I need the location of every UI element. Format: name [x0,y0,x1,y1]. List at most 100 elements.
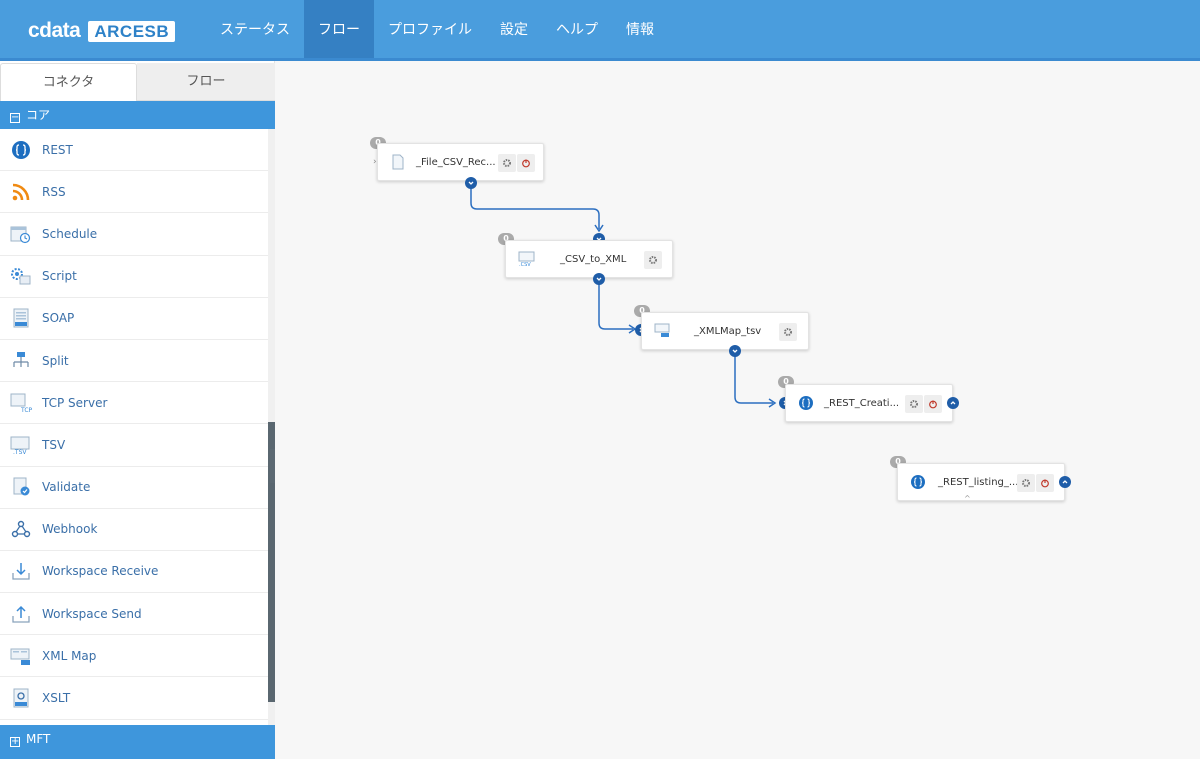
tab-connectors[interactable]: コネクタ [0,63,137,101]
node-label: _XMLMap_tsv [694,326,762,337]
connector-item-schedule[interactable]: Schedule [0,213,268,256]
gear-icon[interactable] [644,251,662,269]
flow-node-csv-to-xml[interactable]: .CSV _CSV_to_XML [505,240,673,278]
nav-profile[interactable]: プロファイル [388,22,472,38]
svg-text:.TSV: .TSV [13,449,27,455]
svg-text:.CSV: .CSV [519,262,531,267]
input-chevron-icon: › [373,157,377,167]
flow-canvas[interactable]: 0 › _File_CSV_Rec... 0 .CSV _CSV_to_XML … [275,61,1200,759]
nav-status[interactable]: ステータス [220,22,290,38]
connector-label: XSLT [42,691,71,706]
output-port-right[interactable] [947,397,959,409]
power-icon[interactable] [517,154,535,172]
connector-item-tcp-server[interactable]: TCP TCP Server [0,382,268,425]
gear-icon[interactable] [905,395,923,413]
soap-icon [10,307,32,329]
connector-label: Workspace Send [42,606,142,621]
output-port-right[interactable] [1059,476,1071,488]
connector-label: Script [42,269,77,284]
connection-arrow [768,398,777,408]
node-label: _CSV_to_XML [560,254,627,265]
connection-csv-to-xmlmap [598,279,633,330]
connector-item-workspace-send[interactable]: Workspace Send [0,593,268,636]
split-icon [10,350,32,372]
tcp-server-icon: TCP [10,392,32,414]
output-port[interactable] [729,345,741,357]
schedule-icon [10,223,32,245]
gear-icon[interactable] [1017,474,1035,492]
logo-cdata-text: cdata [28,19,81,42]
sidebar-scrollbar-thumb[interactable] [268,422,275,702]
top-navigation-bar: cdata ARCESB ステータス フロー プロファイル 設定 ヘルプ 情報 [0,0,1200,61]
gear-icon[interactable] [779,323,797,341]
flow-node-rest-listing[interactable]: _REST_listing_... ^ [897,463,1065,503]
group-mft-label: MFT [26,732,51,746]
power-icon[interactable] [1036,474,1054,492]
flow-node-file-csv-receive[interactable]: › _File_CSV_Rec... [373,143,544,181]
connector-label: TSV [42,437,66,452]
svg-text:TCP: TCP [20,407,32,413]
node-label: _REST_Creati... [824,398,900,409]
nav-help[interactable]: ヘルプ [556,22,598,38]
connector-item-tsv[interactable]: .TSV TSV [0,424,268,467]
expand-plus-icon: + [10,736,20,747]
connector-label: Schedule [42,226,98,241]
file-icon [390,154,406,170]
connector-label: REST [42,142,73,157]
rest-icon [910,474,926,490]
chevron-up-icon[interactable]: ^ [964,494,971,503]
connection-arrow [594,224,604,233]
connector-label: Webhook [42,522,98,537]
rest-icon [10,139,32,161]
workspace-receive-icon [10,560,32,582]
output-port[interactable] [593,273,605,285]
tsv-icon: .TSV [10,434,32,456]
xslt-icon [10,687,32,709]
connector-label: Workspace Receive [42,564,159,579]
connector-item-script[interactable]: Script [0,256,268,298]
xml-map-icon [654,323,670,339]
tab-flows[interactable]: フロー [137,63,275,101]
connection-file-to-csv [470,183,600,229]
validate-icon [10,476,32,498]
connector-item-soap[interactable]: SOAP [0,298,268,340]
flow-node-xmlmap-tsv[interactable]: _XMLMap_tsv [641,312,809,350]
collapse-minus-icon: − [10,112,20,123]
flow-node-rest-creation[interactable]: _REST_Creati... [785,384,953,422]
connector-item-webhook[interactable]: Webhook [0,509,268,551]
connector-label: Split [42,353,69,368]
connector-label: XML Map [42,648,97,663]
connector-item-xslt[interactable]: XSLT [0,677,268,720]
cdata-arcesb-logo[interactable]: cdata ARCESB [28,19,176,43]
main-nav: ステータス フロー プロファイル 設定 ヘルプ 情報 [206,0,668,58]
connector-item-xml-map[interactable]: XML Map [0,635,268,678]
xml-map-icon [10,645,32,667]
nav-settings[interactable]: 設定 [500,22,528,38]
nav-info[interactable]: 情報 [626,22,654,38]
group-core-label: コア [26,108,51,122]
group-mft-header[interactable]: + MFT [0,725,275,759]
connector-item-rest[interactable]: REST [0,129,268,172]
power-icon[interactable] [924,395,942,413]
output-port[interactable] [465,177,477,189]
flow-connections [470,183,777,408]
connection-xmlmap-to-rest [734,351,773,404]
sidebar-tabs: コネクタ フロー [0,63,275,101]
rss-icon [10,181,32,203]
connector-list: REST RSS Schedule Script SOAP [0,129,268,725]
connector-item-workspace-receive[interactable]: Workspace Receive [0,551,268,594]
connector-item-split[interactable]: Split [0,340,268,383]
nav-flow[interactable]: フロー [304,0,374,58]
connector-item-rss[interactable]: RSS [0,171,268,214]
logo-arcesb-text: ARCESB [88,20,176,42]
connector-label: RSS [42,184,66,199]
rest-icon [798,395,814,411]
group-core-header[interactable]: −コア [0,101,275,129]
script-icon [10,265,32,287]
gear-icon[interactable] [498,154,516,172]
csv-icon: .CSV [518,251,535,268]
webhook-icon [10,518,32,540]
connector-item-validate[interactable]: Validate [0,467,268,509]
connector-label: Validate [42,480,91,495]
connector-label: TCP Server [42,395,108,410]
